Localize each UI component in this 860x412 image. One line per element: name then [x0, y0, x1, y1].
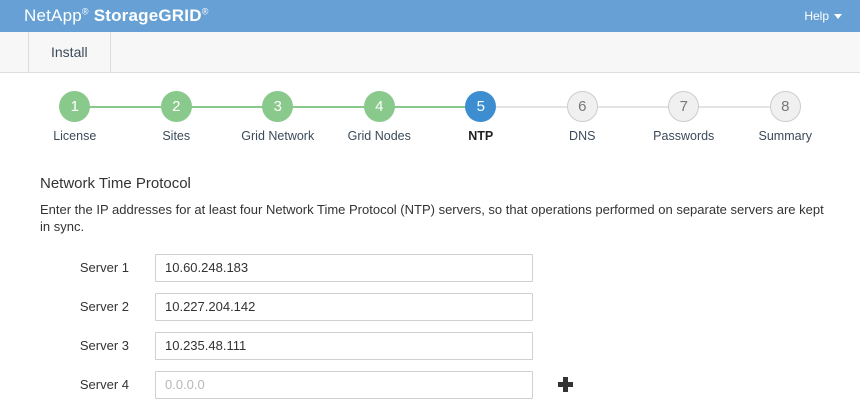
connector-line [74, 106, 126, 108]
ntp-server-3-input[interactable] [155, 331, 533, 360]
step-number-badge: 2 [160, 91, 192, 122]
app-header: NetApp® StorageGRID® Help [0, 0, 860, 32]
step-number-badge: 4 [363, 91, 395, 122]
connector-line [480, 106, 532, 108]
step-label-grid-nodes: Grid Nodes [347, 129, 411, 143]
wizard-step-summary[interactable]: 8 Summary [734, 91, 837, 143]
ntp-server-1-label: Server 1 [79, 260, 129, 276]
wizard-step-dns[interactable]: 6 DNS [531, 91, 633, 143]
wizard-step-grid-nodes[interactable]: 4 Grid Nodes [328, 91, 430, 143]
ntp-server-row-1: Server 1 [40, 253, 836, 282]
tab-bar: Install [0, 32, 860, 73]
ntp-server-4-label: Server 4 [79, 377, 129, 393]
step-number-badge: 8 [769, 91, 801, 122]
ntp-configuration-panel: Network Time Protocol Enter the IP addre… [0, 163, 860, 399]
step-label-summary: Summary [758, 129, 812, 143]
connector-line [277, 106, 329, 108]
registered-mark-icon: ® [201, 6, 209, 17]
step-number-badge: 1 [59, 91, 91, 122]
connector-line [683, 106, 735, 108]
tab-install-label: Install [51, 44, 88, 60]
ntp-server-1-input[interactable] [155, 253, 533, 282]
step-label-sites: Sites [162, 129, 191, 143]
brand-product: StorageGRID [93, 6, 202, 25]
step-label-license: License [53, 129, 97, 143]
ntp-server-4-input[interactable] [155, 370, 533, 399]
page-title: Network Time Protocol [40, 175, 191, 192]
step-number-badge: 6 [566, 91, 598, 122]
wizard-step-grid-network[interactable]: 3 Grid Network [227, 91, 329, 143]
connector-line [633, 106, 684, 108]
chevron-down-icon [834, 13, 842, 19]
ntp-server-row-4: Server 4 [40, 370, 836, 399]
wizard-step-sites[interactable]: 2 Sites [125, 91, 227, 143]
tab-bar-leading-spacer [0, 32, 29, 72]
help-menu-button[interactable]: Help [798, 6, 848, 26]
connector-line [379, 106, 430, 108]
ntp-server-row-2: Server 2 [40, 292, 836, 321]
connector-line [227, 106, 278, 108]
brand-logo: NetApp® StorageGRID® [24, 6, 209, 26]
ntp-server-2-label: Server 2 [79, 299, 129, 315]
tab-bar-trailing-space [111, 32, 860, 72]
connector-line [582, 106, 633, 108]
wizard-progress: 1 License 2 Sites 3 Grid Network 4 Grid … [0, 91, 860, 163]
connector-line [734, 106, 786, 108]
page-description: Enter the IP addresses for at least four… [40, 202, 824, 234]
connector-line [125, 106, 177, 108]
ntp-server-2-input[interactable] [155, 292, 533, 321]
ntp-server-3-label: Server 3 [79, 338, 129, 354]
plus-icon [557, 377, 573, 393]
step-label-passwords: Passwords [653, 129, 715, 143]
step-number-badge: 3 [262, 91, 294, 122]
help-menu-label: Help [804, 9, 829, 23]
step-label-grid-network: Grid Network [241, 129, 315, 143]
connector-line [328, 106, 380, 108]
ntp-server-row-3: Server 3 [40, 331, 836, 360]
connector-line [430, 106, 481, 108]
step-label-dns: DNS [569, 129, 596, 143]
add-server-button[interactable] [555, 375, 575, 395]
brand-company: NetApp [24, 6, 82, 25]
wizard-step-license[interactable]: 1 License [24, 91, 126, 143]
registered-mark-icon: ® [81, 6, 89, 17]
connector-line [176, 106, 227, 108]
wizard-step-passwords[interactable]: 7 Passwords [633, 91, 735, 143]
connector-line [531, 106, 583, 108]
wizard-step-list: 1 License 2 Sites 3 Grid Network 4 Grid … [24, 91, 836, 143]
tab-install[interactable]: Install [29, 32, 111, 72]
step-number-badge: 7 [668, 91, 700, 122]
wizard-step-ntp[interactable]: 5 NTP [430, 91, 532, 143]
step-number-badge: 5 [465, 91, 497, 122]
step-label-ntp: NTP [468, 129, 494, 143]
